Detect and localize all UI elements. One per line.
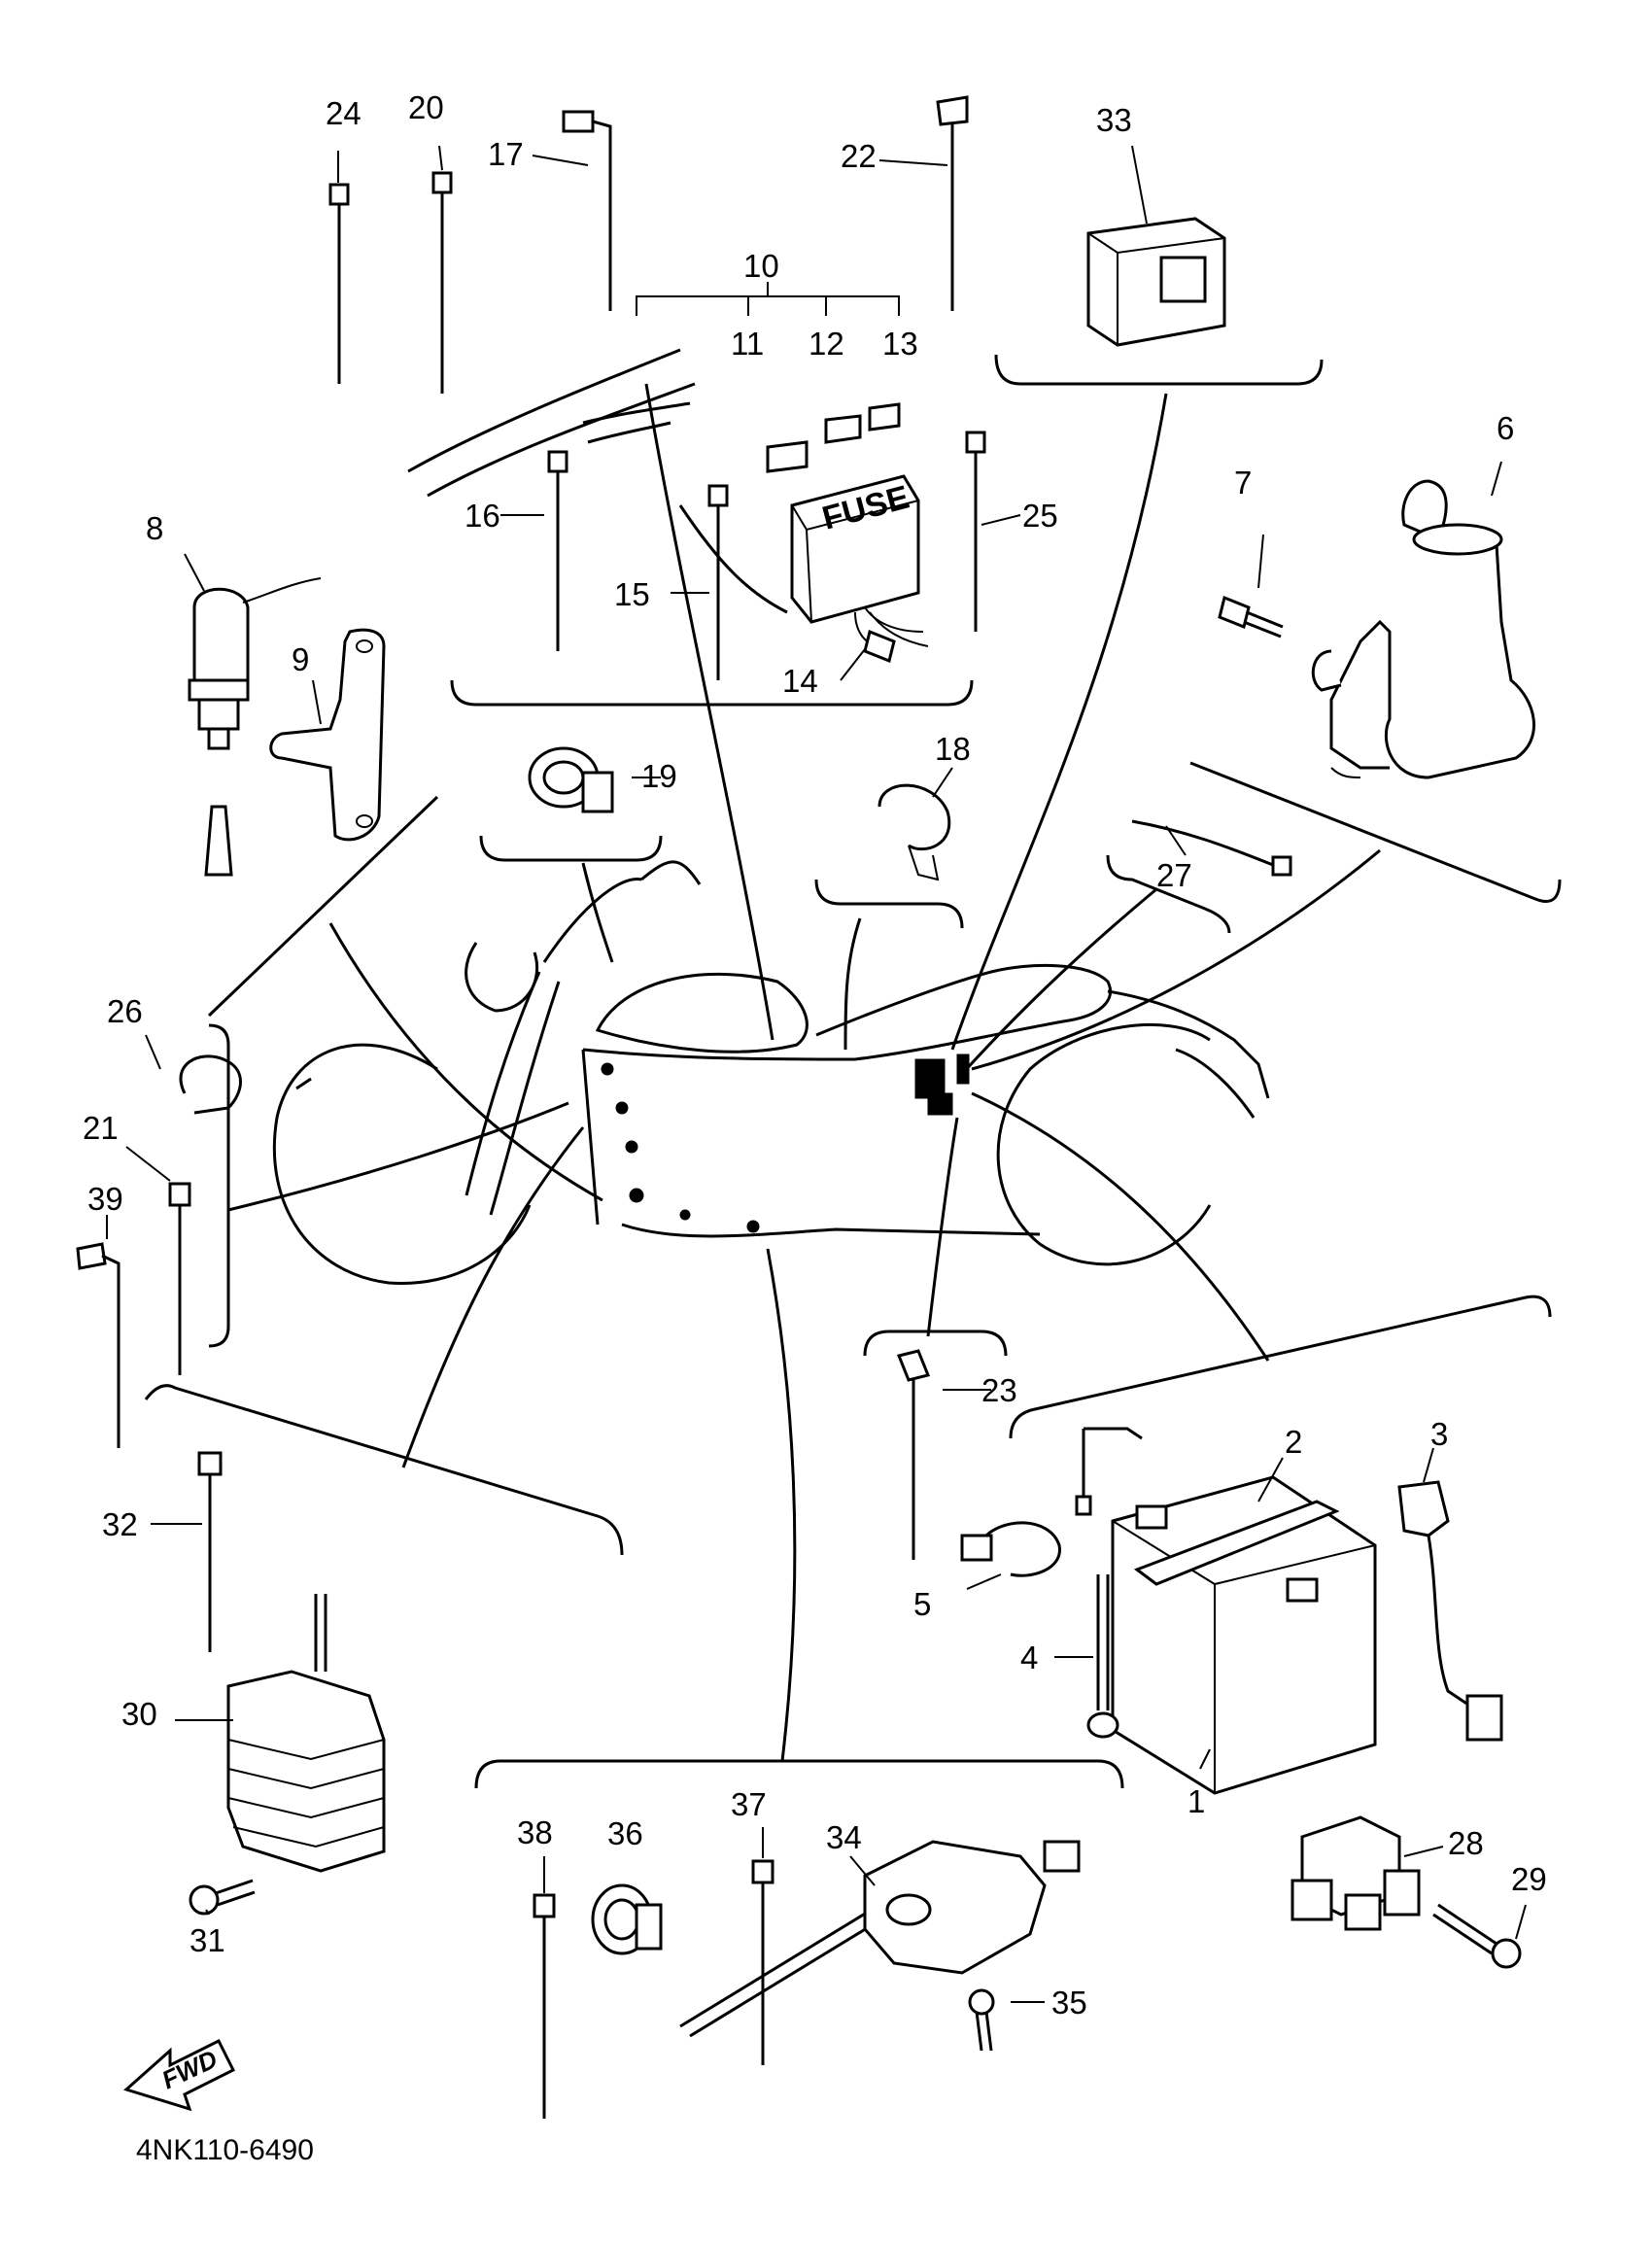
regulator-30 <box>226 1594 386 1873</box>
callout-34: 34 <box>826 1819 862 1855</box>
callout-36: 36 <box>607 1815 643 1851</box>
battery-1 <box>1111 1475 1377 1795</box>
callout-19: 19 <box>641 758 677 794</box>
clamp-19 <box>528 746 614 813</box>
callout-20: 20 <box>408 89 444 125</box>
callout-16: 16 <box>465 498 500 534</box>
battery-band-2 <box>1133 1500 1340 1586</box>
callout-12: 12 <box>809 326 844 362</box>
callout-23: 23 <box>981 1372 1017 1408</box>
callout-27: 27 <box>1156 857 1192 893</box>
bracket-9 <box>269 628 386 842</box>
callout-numbers: 1 2 3 4 5 6 7 8 9 10 11 12 13 14 15 16 1… <box>83 89 1547 2020</box>
callout-9: 9 <box>292 641 309 677</box>
starter-relay-28 <box>1291 1815 1421 1931</box>
callout-22: 22 <box>841 138 877 174</box>
callout-21: 21 <box>83 1110 119 1146</box>
callout-13: 13 <box>882 326 918 362</box>
clamp-5 <box>960 1521 1061 1577</box>
battery-lead-3 <box>1397 1480 1503 1742</box>
battery-lead-4 <box>1075 1427 1143 1739</box>
callout-leaders <box>106 145 1527 2003</box>
callout-8: 8 <box>146 510 163 546</box>
callout-24: 24 <box>326 95 361 131</box>
callout-28: 28 <box>1448 1825 1484 1861</box>
callout-18: 18 <box>935 731 971 767</box>
clamp-36 <box>591 1883 663 1955</box>
clamp-18 <box>878 783 951 881</box>
callout-3: 3 <box>1430 1416 1448 1452</box>
callout-17: 17 <box>488 136 524 172</box>
callout-39: 39 <box>87 1181 123 1217</box>
callout-6: 6 <box>1497 410 1514 446</box>
callout-32: 32 <box>102 1506 138 1542</box>
forward-arrow: FWD <box>123 2038 236 2112</box>
callout-1: 1 <box>1187 1783 1205 1819</box>
callout-26: 26 <box>107 993 143 1029</box>
callout-35: 35 <box>1051 1985 1087 2020</box>
callout-10: 10 <box>743 248 779 284</box>
leader-curves <box>227 383 1381 1762</box>
sensor-8 <box>188 577 322 877</box>
callout-2: 2 <box>1285 1424 1302 1460</box>
bolt-29 <box>1432 1903 1522 1969</box>
callout-25: 25 <box>1022 498 1058 534</box>
callout-4: 4 <box>1020 1640 1038 1675</box>
group-brackets <box>144 354 1562 1789</box>
bolt-31 <box>189 1879 256 1916</box>
callout-5: 5 <box>913 1586 931 1622</box>
callout-7: 7 <box>1234 465 1252 501</box>
motorcycle-outline <box>272 860 1270 1285</box>
cable-ties-misc <box>76 819 1292 2119</box>
clip-26 <box>179 1054 242 1115</box>
drawing-code: 4NK110-6490 <box>136 2134 314 2166</box>
main-switch-6 <box>1218 479 1535 779</box>
callout-37: 37 <box>731 1786 767 1822</box>
callout-15: 15 <box>614 576 650 612</box>
screw-35 <box>968 1988 995 2052</box>
relay-33 <box>1086 217 1226 347</box>
callout-11: 11 <box>731 326 764 362</box>
callout-33: 33 <box>1096 102 1132 138</box>
callout-30: 30 <box>121 1696 157 1732</box>
callout-29: 29 <box>1511 1861 1547 1897</box>
callout-31: 31 <box>189 1922 225 1958</box>
callout-14: 14 <box>782 663 818 699</box>
top-cable-ties <box>328 95 969 394</box>
sensor-34 <box>679 1840 1081 2038</box>
callout-38: 38 <box>517 1814 553 1850</box>
